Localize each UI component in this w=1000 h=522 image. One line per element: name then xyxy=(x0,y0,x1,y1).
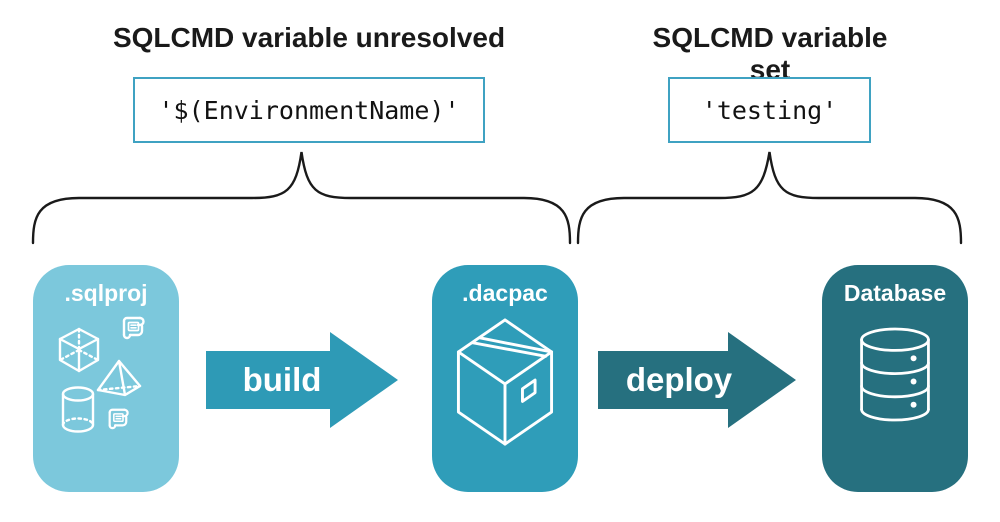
deploy-arrow-label: deploy xyxy=(625,361,733,398)
sql-objects-icon xyxy=(58,316,145,433)
pyramid-icon xyxy=(96,359,142,397)
node-dacpac: .dacpac xyxy=(432,265,578,492)
package-box-icon xyxy=(456,318,554,446)
variable-placeholder-box: '$(EnvironmentName)' xyxy=(133,77,485,143)
heading-variable-unresolved: SQLCMD variable unresolved xyxy=(112,22,506,53)
node-dacpac-label: .dacpac xyxy=(462,280,548,306)
variable-set-value: 'testing' xyxy=(701,95,838,125)
curly-braces xyxy=(31,151,963,245)
variable-set-box: 'testing' xyxy=(668,77,871,143)
node-sqlproj: .sqlproj xyxy=(33,265,179,492)
database-cylinder-icon xyxy=(860,327,930,422)
curly-brace-right-icon xyxy=(576,151,963,245)
build-arrow-body xyxy=(206,332,398,428)
variable-placeholder-value: '$(EnvironmentName)' xyxy=(158,95,460,125)
build-arrow-label: build xyxy=(242,361,322,398)
node-database-label: Database xyxy=(843,280,947,306)
cylinder-icon xyxy=(61,386,95,433)
node-database: Database xyxy=(822,265,968,492)
deploy-arrow-body xyxy=(598,332,796,428)
heading-variable-set: SQLCMD variable set xyxy=(652,22,888,85)
curly-brace-left-icon xyxy=(31,151,572,245)
build-arrow-icon xyxy=(206,332,398,428)
script-scroll-icon xyxy=(122,316,145,340)
deploy-arrow-icon xyxy=(598,332,796,428)
cube-icon xyxy=(58,327,100,373)
node-sqlproj-label: .sqlproj xyxy=(64,280,148,306)
script-scroll-icon xyxy=(108,408,129,430)
